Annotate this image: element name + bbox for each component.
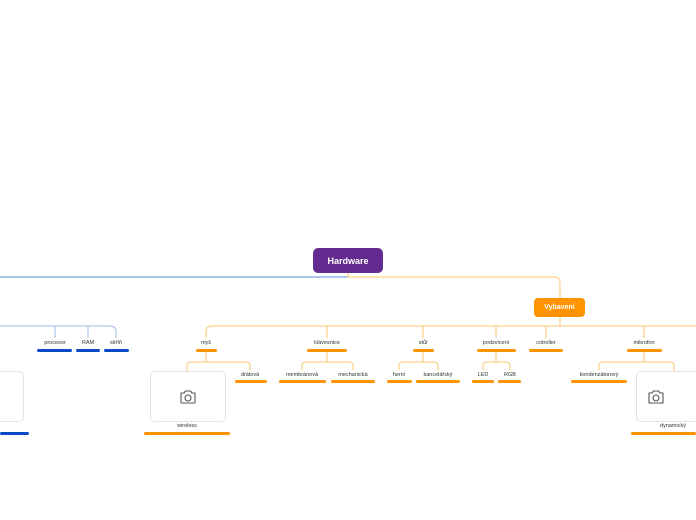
topic-led[interactable]: LED (477, 372, 489, 378)
camera-icon (180, 389, 196, 404)
topic-herni[interactable]: herní (392, 372, 406, 378)
topic-underline (235, 380, 267, 383)
topic-underline (631, 432, 696, 435)
topic-membranova[interactable]: membránová (285, 372, 319, 378)
topic-underline (529, 349, 563, 352)
image-node-wireless[interactable] (150, 371, 226, 422)
vybaveni-node[interactable]: Vybavení (534, 298, 585, 317)
topic-underline (472, 380, 494, 383)
topic-underline (279, 380, 326, 383)
topic-underline (627, 349, 662, 352)
topic-kondenzatorovy[interactable]: kondenzátorový (579, 372, 619, 378)
topic-mechanicka[interactable]: mechanická (338, 372, 368, 378)
topic-podsviceni[interactable]: podsvícení (482, 340, 510, 346)
image-node-dynamicky[interactable] (636, 371, 696, 422)
topic-underline (307, 349, 347, 352)
root-node-label: Hardware (327, 255, 369, 266)
camera-icon (648, 389, 664, 404)
topic-cotroller[interactable]: cotroller (536, 340, 556, 346)
topic-mikrofon[interactable]: mikrofon (633, 340, 655, 346)
topic-underline (571, 380, 627, 383)
topic-ram[interactable]: RAM (81, 340, 95, 346)
root-node[interactable]: Hardware (313, 248, 383, 273)
topic-underline (331, 380, 375, 383)
topic-underline (387, 380, 412, 383)
topic-wireless[interactable]: wireless (177, 423, 197, 429)
topic-skrin[interactable]: skříň (110, 340, 122, 346)
topic-underline (498, 380, 521, 383)
topic-stul[interactable]: stůl (418, 340, 428, 346)
topic-underline (477, 349, 516, 352)
topic-underline (37, 349, 72, 352)
topic-mys[interactable]: myš (200, 340, 212, 346)
topic-underline (76, 349, 100, 352)
topic-underline (413, 349, 434, 352)
topic-underline (144, 432, 230, 435)
topic-underline (196, 349, 217, 352)
topic-underline (104, 349, 129, 352)
topic-underline (0, 432, 29, 435)
topic-dynamicky[interactable]: dynamický (660, 423, 686, 429)
topic-procesor[interactable]: procesor (44, 340, 66, 346)
topic-kancelarsky[interactable]: kancelářský (423, 372, 453, 378)
image-node-blue[interactable] (0, 371, 24, 422)
topic-dratova[interactable]: drátová (240, 372, 260, 378)
topic-rgb[interactable]: RGB (504, 372, 516, 378)
topic-underline (416, 380, 460, 383)
vybaveni-node-label: Vybavení (544, 304, 575, 311)
topic-klavesnice[interactable]: klávesnice (314, 340, 340, 346)
